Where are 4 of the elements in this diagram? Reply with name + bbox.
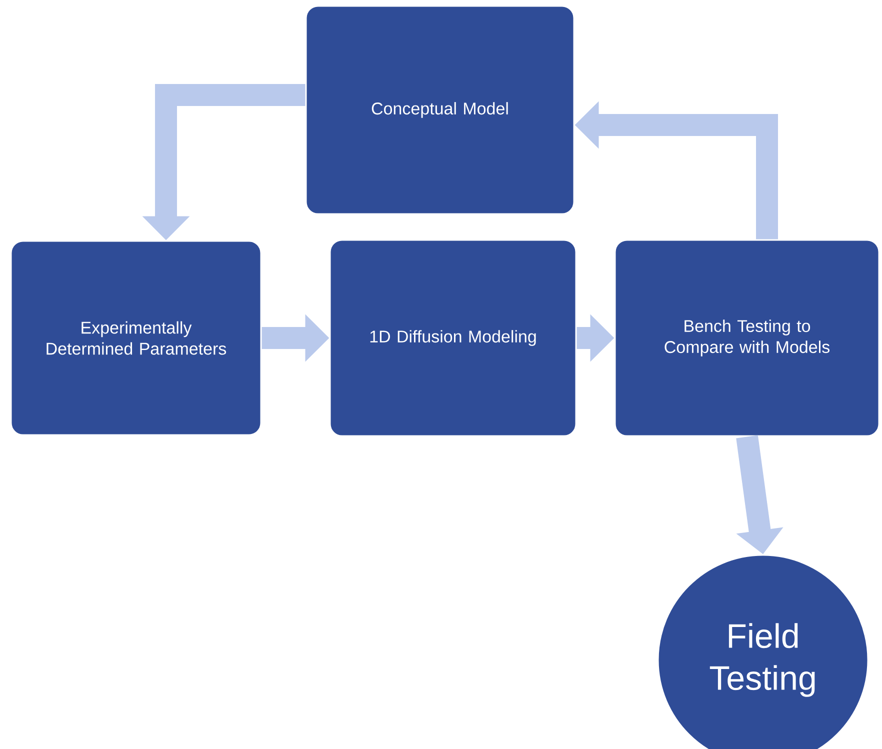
process-box: Experimentally Determined Parameters [10,240,262,436]
process-box: Conceptual Model [305,5,575,215]
process-box: Bench Testing to Compare with Models [614,239,880,437]
process-box: 1D Diffusion Modeling [329,239,577,437]
